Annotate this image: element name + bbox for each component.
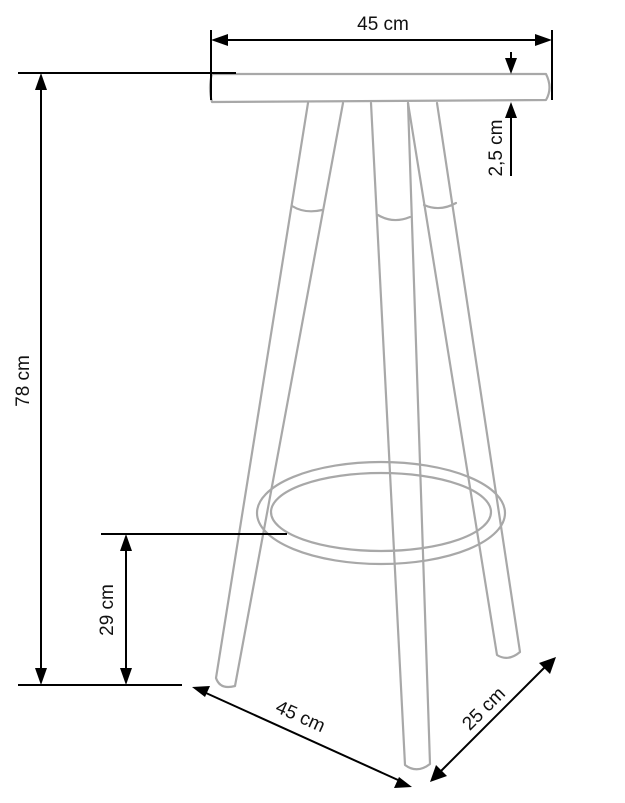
seat-width-label: 45 cm (357, 14, 409, 35)
base-depth-arrow-top (539, 657, 556, 674)
seat-thickness-arrow-top (505, 58, 517, 74)
dimension-lines (18, 30, 556, 788)
base-width-arrow-left (192, 686, 210, 697)
leg-back-joint (422, 201, 458, 210)
footrest-height-arrow-top (120, 534, 132, 551)
base-depth-line (439, 666, 546, 773)
leg-left-joint (290, 204, 324, 213)
seat-width-arrow-left (211, 34, 228, 46)
footrest-ring-inner (269, 471, 493, 553)
dimension-labels: 45 cm 2,5 cm 78 cm 29 cm 45 cm 25 cm (13, 14, 510, 737)
base-width-label: 45 cm (272, 697, 328, 737)
base-width-line (205, 692, 399, 781)
seat-width-arrow-right (535, 34, 552, 46)
base-width-arrow-right (394, 777, 412, 788)
base-depth-arrow-bottom (430, 765, 447, 782)
footrest-height-arrow-bottom (120, 668, 132, 685)
leg-front (369, 101, 432, 771)
leg-front-joint (376, 213, 412, 222)
total-height-label: 78 cm (13, 355, 34, 407)
seat (208, 72, 551, 104)
leg-left (214, 101, 345, 689)
stool-drawing (208, 72, 551, 771)
total-height-arrow-top (35, 73, 47, 90)
leg-back-right (406, 101, 522, 659)
seat-thickness-arrow-bottom (505, 102, 517, 118)
total-height-arrow-bottom (35, 668, 47, 685)
footrest-height-label: 29 cm (97, 584, 118, 636)
footrest-ring-outer (255, 460, 507, 566)
seat-thickness-label: 2,5 cm (486, 119, 507, 176)
